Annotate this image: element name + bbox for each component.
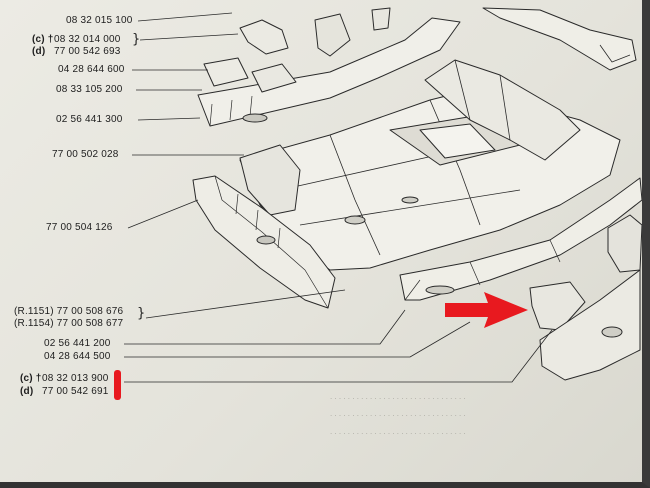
- bleed-through-text: · · · · · · · · · · · · · · · · · · · · …: [330, 412, 466, 420]
- bracket-top-2: [314, 13, 351, 57]
- lower-side-rail: [399, 177, 642, 301]
- bleed-through-text: · · · · · · · · · · · · · · · · · · · · …: [330, 395, 466, 403]
- leader-lines: [124, 12, 553, 383]
- part-label: 08 32 015 100: [66, 15, 133, 26]
- part-label: (R.1154) 77 00 508 677: [14, 318, 124, 329]
- cross-member: [424, 59, 581, 161]
- bracket-top-1: [239, 19, 289, 55]
- bracket-mid-1: [203, 57, 249, 87]
- part-label: (d)77 00 542 693: [32, 46, 121, 57]
- part-label: (c) †08 32 013 900: [20, 373, 109, 384]
- bracket-symbol: }: [132, 32, 141, 47]
- highlight-marker: [114, 370, 121, 400]
- part-label: 04 28 644 600: [58, 64, 125, 75]
- part-label: (c) †08 32 014 000: [32, 34, 121, 45]
- bleed-through-text: · · · · · · · · · · · · · · · · · · · · …: [330, 430, 466, 438]
- part-label: 77 00 504 126: [46, 222, 113, 233]
- bracket-mid-2: [251, 63, 297, 93]
- bracket-top-3: [371, 7, 391, 31]
- right-end-piece: [539, 269, 641, 381]
- part-label: (R.1151) 77 00 508 676: [14, 306, 124, 317]
- part-label: 02 56 441 200: [44, 338, 111, 349]
- part-label: (d)77 00 542 691: [20, 386, 109, 397]
- part-label: 04 28 644 500: [44, 351, 111, 362]
- upper-side-rail: [482, 7, 637, 71]
- bracket-symbol: }: [137, 306, 146, 321]
- right-upper-bracket: [607, 214, 642, 273]
- left-support: [239, 144, 301, 216]
- part-label: 02 56 441 300: [56, 114, 123, 125]
- part-label: 77 00 502 028: [52, 149, 119, 160]
- part-label: 08 33 105 200: [56, 84, 123, 95]
